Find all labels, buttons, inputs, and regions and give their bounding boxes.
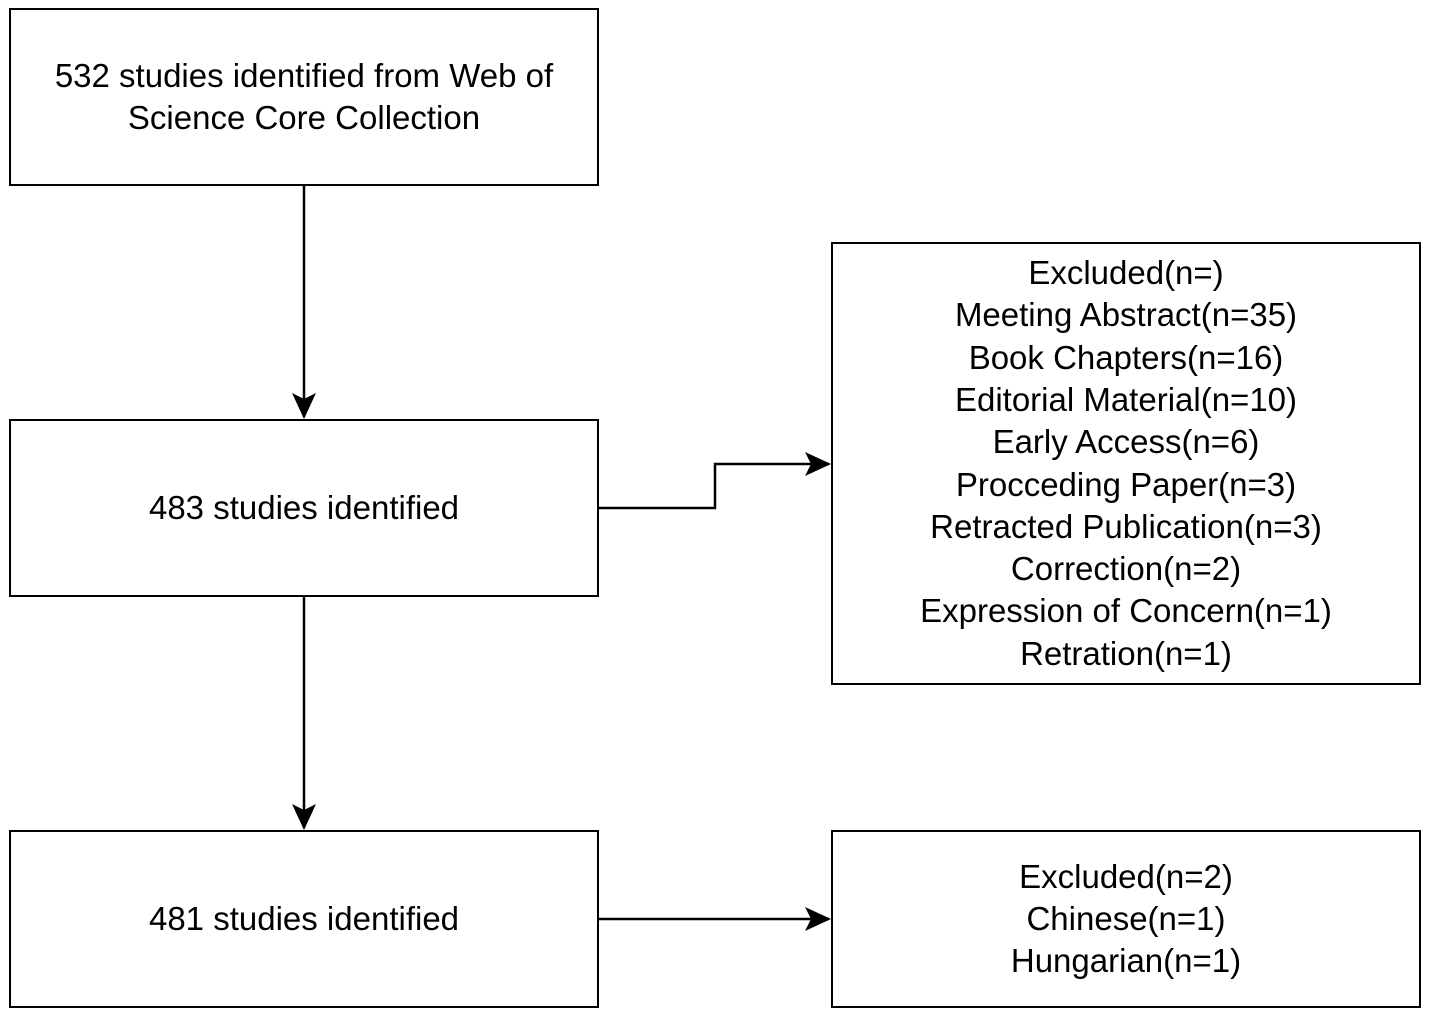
exclusion-item: Early Access(n=6) [992,423,1260,461]
source-studies-text: 532 studies identified from Web of Scien… [54,57,554,136]
exclusion-item: Correction(n=2) [1010,550,1242,588]
final-studies-text: 481 studies identified [148,900,460,937]
exclusion-box-language: Excluded(n=2) Chinese(n=1) Hungarian(n=1… [831,830,1421,1008]
screened-studies-box: 483 studies identified [9,419,599,597]
arrowhead-source-to-second [292,393,316,419]
source-studies-box: 532 studies identified from Web of Scien… [9,8,599,186]
exclusion-item: Hungarian(n=1) [1010,942,1242,980]
exclusion-item: Expression of Concern(n=1) [920,592,1332,630]
exclusion-item: Book Chapters(n=16) [968,338,1284,376]
exclusion-item: Retration(n=1) [1020,634,1232,672]
exclusion-item: Procceding Paper(n=3) [955,465,1297,503]
exclusion-heading: Excluded(n=2) [1019,857,1233,895]
exclusion-item: Chinese(n=1) [1026,899,1226,937]
arrowhead-second-to-final [292,804,316,830]
arrowhead-second-to-exclusion-1 [805,452,831,476]
exclusion-heading: Excluded(n=) [1028,254,1224,292]
exclusion-box-document-type: Excluded(n=) Meeting Abstract(n=35) Book… [831,242,1421,685]
screened-studies-text: 483 studies identified [148,489,460,526]
arrow-second-to-exclusion-1 [599,462,829,510]
exclusion-item: Editorial Material(n=10) [954,380,1298,418]
exclusion-item: Meeting Abstract(n=35) [954,296,1298,334]
exclusion-item: Retracted Publication(n=3) [930,507,1322,545]
final-studies-box: 481 studies identified [9,830,599,1008]
arrowhead-final-to-exclusion-2 [805,907,831,931]
